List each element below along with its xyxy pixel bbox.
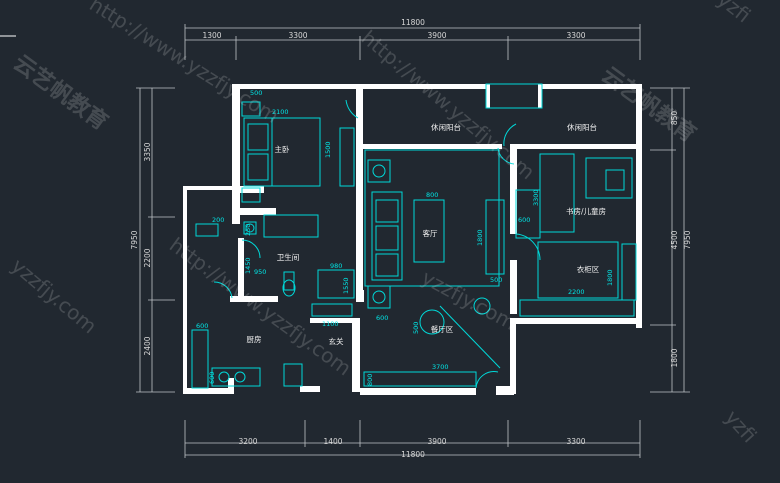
coffee-table bbox=[413, 199, 445, 263]
room-leisure-balcony: 休闲阳台 bbox=[431, 122, 461, 132]
top-dim-1: 1300 bbox=[202, 31, 221, 40]
sofa bbox=[371, 191, 403, 281]
dim-950: 950 bbox=[254, 268, 266, 276]
tv-cabinet bbox=[485, 199, 505, 275]
top-dim-4: 3300 bbox=[566, 31, 585, 40]
dim-2200: 2200 bbox=[568, 288, 585, 296]
watermark-url-1: http://www.yzzfjy.com bbox=[85, 0, 283, 128]
walls bbox=[183, 84, 642, 395]
dim-3700: 3700 bbox=[432, 363, 449, 371]
room-living: 客厅 bbox=[423, 228, 438, 238]
watermark-url-5: yzzfjy.com bbox=[7, 253, 102, 338]
watermark-brand-1: 云艺帆教育 bbox=[8, 50, 112, 136]
dim-1800b: 1800 bbox=[606, 269, 614, 286]
kitchen-counter bbox=[191, 329, 209, 389]
dim-250: 250 bbox=[244, 224, 252, 236]
master-wardrobe bbox=[339, 127, 355, 187]
right-dimension-lines bbox=[650, 87, 690, 393]
room-bathroom: 卫生间 bbox=[277, 252, 300, 262]
right-total-dim: 7950 bbox=[683, 230, 692, 249]
dim-500c: 500 bbox=[412, 322, 420, 334]
dim-600d: 600 bbox=[518, 216, 530, 224]
bottom-dim-4: 3300 bbox=[566, 437, 585, 446]
dim-600a: 600 bbox=[376, 314, 388, 322]
furniture-dimensions: 500 2100 1500 800 1800 500 250 200 1450 … bbox=[196, 89, 614, 386]
dim-1100: 1100 bbox=[322, 320, 339, 328]
dim-3300: 3300 bbox=[532, 189, 540, 206]
right-dim-3: 1800 bbox=[670, 348, 679, 367]
watermark-url-3: http://www.yzzfjy.com bbox=[165, 233, 356, 381]
left-dimension-lines bbox=[136, 87, 175, 393]
bottom-dim-3: 3900 bbox=[427, 437, 446, 446]
top-dim-2: 3300 bbox=[288, 31, 307, 40]
furniture bbox=[191, 83, 637, 389]
bottom-dim-2: 1400 bbox=[323, 437, 342, 446]
dim-800b: 800 bbox=[366, 374, 374, 386]
top-total-dim: 11800 bbox=[401, 18, 425, 27]
room-study: 书房/儿童房 bbox=[566, 206, 606, 216]
watermarks: http://www.yzzfjy.com http://www.yzzfjy.… bbox=[7, 0, 762, 447]
room-kitchen: 厨房 bbox=[247, 334, 262, 344]
dim-500: 500 bbox=[250, 89, 262, 97]
left-total-dim: 7950 bbox=[130, 230, 139, 249]
left-dim-3: 2400 bbox=[143, 336, 152, 355]
bottom-total-dim: 11800 bbox=[401, 450, 425, 459]
dim-2100: 2100 bbox=[272, 108, 289, 116]
right-dim-2: 4500 bbox=[670, 230, 679, 249]
right-dim-1: 850 bbox=[670, 111, 679, 126]
dim-1450: 1450 bbox=[244, 257, 252, 274]
bottom-dim-1: 3200 bbox=[238, 437, 257, 446]
watermark-brand-2: 云艺帆教育 bbox=[596, 62, 700, 148]
dim-800: 800 bbox=[426, 191, 438, 199]
room-wardrobe: 衣柜区 bbox=[577, 264, 600, 274]
study-desk bbox=[585, 157, 633, 199]
dim-1550: 1550 bbox=[342, 277, 350, 294]
left-dim-1: 3350 bbox=[143, 142, 152, 161]
dim-600b: 600 bbox=[196, 322, 208, 330]
dim-600c: 600 bbox=[208, 372, 216, 384]
kids-bed bbox=[537, 241, 619, 299]
dim-980: 980 bbox=[330, 262, 342, 270]
top-dimension-lines bbox=[184, 24, 641, 60]
bathroom-vanity bbox=[263, 214, 319, 238]
room-entrance: 玄关 bbox=[329, 336, 344, 346]
dim-200: 200 bbox=[212, 216, 224, 224]
room-dining: 餐厅区 bbox=[431, 325, 454, 334]
dim-1800: 1800 bbox=[476, 229, 484, 246]
left-dim-2: 2200 bbox=[143, 248, 152, 267]
watermark-right: yzfi bbox=[713, 0, 755, 27]
bottom-dimension-lines bbox=[184, 420, 641, 458]
entrance-cabinet bbox=[311, 303, 353, 317]
top-dim-3: 3900 bbox=[427, 31, 446, 40]
dining-table bbox=[419, 309, 445, 335]
dim-500b: 500 bbox=[490, 276, 502, 284]
watermark-right-bottom: yzfi bbox=[720, 405, 761, 447]
room-master-bedroom: 主卧 bbox=[275, 144, 290, 154]
dim-1500: 1500 bbox=[324, 141, 332, 158]
balcony-bay bbox=[485, 83, 543, 109]
room-living-balcony: 休闲阳台 bbox=[567, 122, 597, 132]
